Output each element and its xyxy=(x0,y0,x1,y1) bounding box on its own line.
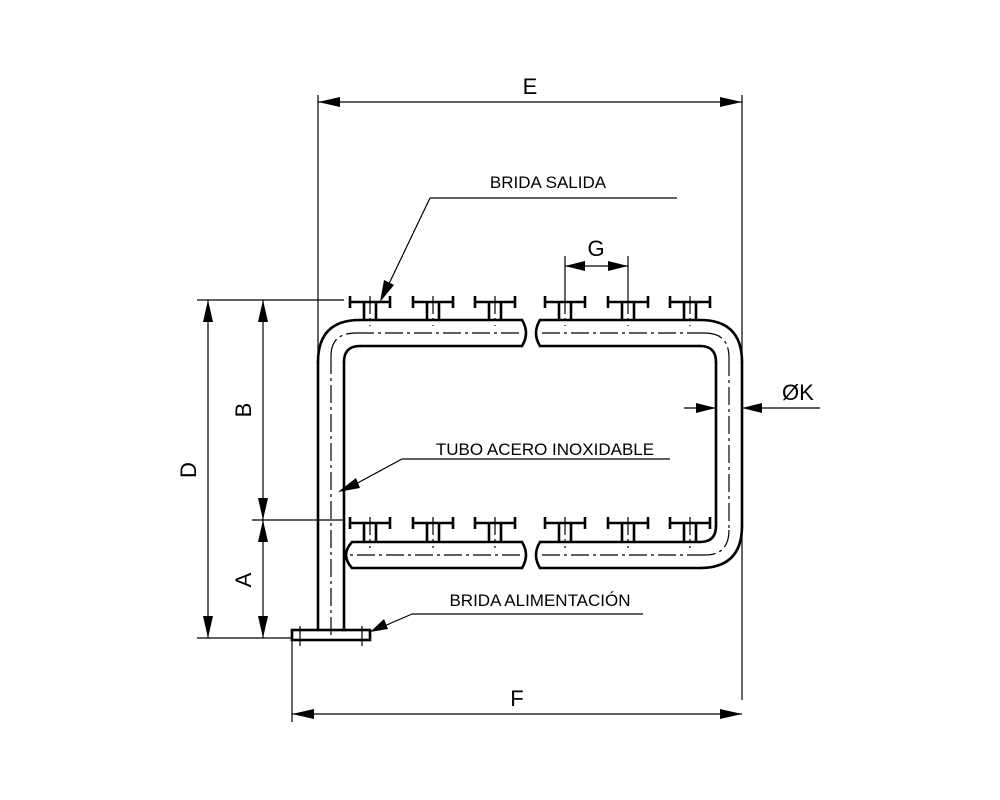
callout-inlet-flange: BRIDA ALIMENTACIÓN xyxy=(370,591,643,632)
pipe-centerlines xyxy=(330,332,730,640)
inlet-flange xyxy=(290,626,372,646)
outlet-flanges-top xyxy=(348,296,712,326)
pipe-body xyxy=(316,318,744,632)
dimension-b-label: B xyxy=(231,403,256,418)
dimension-d: D xyxy=(176,299,344,639)
dimension-g-label: G xyxy=(587,236,604,261)
dimension-b: B xyxy=(231,300,344,521)
dimension-f-label: F xyxy=(510,686,523,711)
callout-outlet-flange: BRIDA SALIDA xyxy=(380,173,677,302)
dimension-d-label: D xyxy=(176,462,201,478)
outlet-flanges-bottom xyxy=(348,517,712,548)
dimension-k: ØK xyxy=(684,380,820,413)
callout-outlet-flange-label: BRIDA SALIDA xyxy=(490,173,607,192)
dimension-e: E xyxy=(317,74,743,700)
dimension-f: F xyxy=(291,640,742,722)
dimension-k-label: ØK xyxy=(782,380,814,405)
dimension-a-label: A xyxy=(231,572,256,587)
dimension-g: G xyxy=(564,236,629,296)
callout-tube-label: TUBO ACERO INOXIDABLE xyxy=(436,440,654,459)
dimension-e-label: E xyxy=(523,74,538,99)
callout-tube: TUBO ACERO INOXIDABLE xyxy=(338,440,670,492)
callout-inlet-flange-label: BRIDA ALIMENTACIÓN xyxy=(449,591,630,610)
dimension-a: A xyxy=(231,520,268,638)
